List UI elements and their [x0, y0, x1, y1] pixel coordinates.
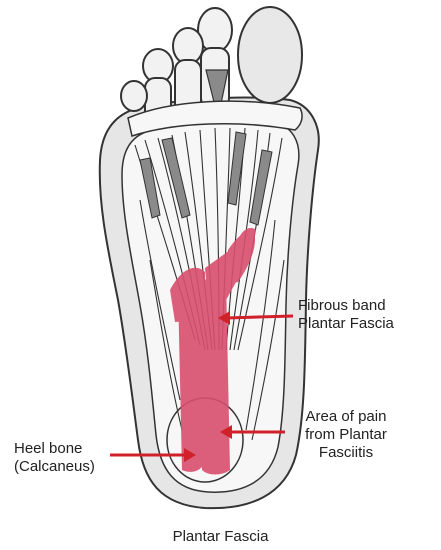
- label-fibrous-band: Fibrous band Plantar Fascia: [298, 297, 394, 333]
- label-pain-area-line3: Fasciitis: [288, 444, 404, 462]
- label-heel-bone-line2: (Calcaneus): [14, 458, 95, 476]
- toe-5: [121, 81, 147, 111]
- toe-big: [238, 7, 302, 103]
- label-fibrous-band-line1: Fibrous band: [298, 297, 394, 315]
- label-heel-bone-line1: Heel bone: [14, 440, 95, 458]
- toe-3: [173, 28, 203, 64]
- label-heel-bone: Heel bone (Calcaneus): [14, 440, 95, 476]
- label-pain-area-line2: from Plantar: [288, 426, 404, 444]
- label-fibrous-band-line2: Plantar Fascia: [298, 315, 394, 333]
- diagram-caption: Plantar Fascia: [0, 528, 441, 545]
- label-pain-area: Area of pain from Plantar Fasciitis: [288, 408, 404, 462]
- label-pain-area-line1: Area of pain: [288, 408, 404, 426]
